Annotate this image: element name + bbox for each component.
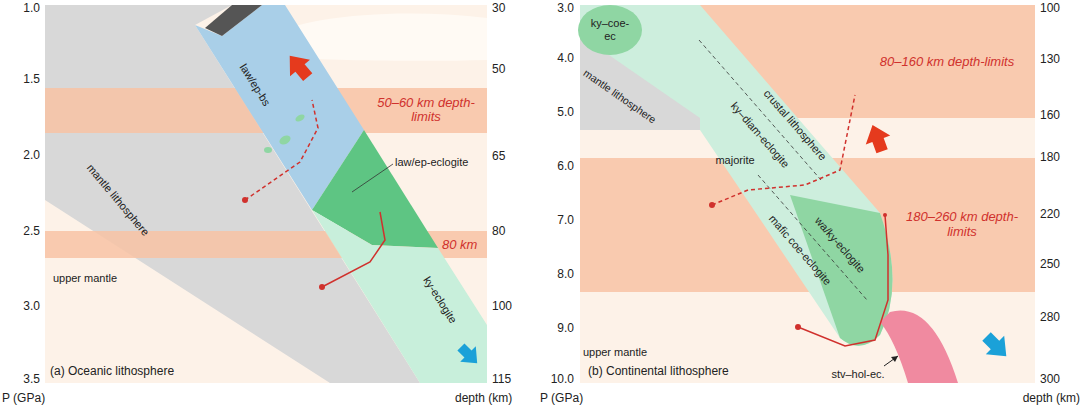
panel-title: (a) Oceanic lithosphere <box>50 365 174 379</box>
axis-tick: 280 <box>1040 311 1060 325</box>
axis-tick: 2.5 <box>23 225 40 239</box>
axis-tick: 10.0 <box>551 373 574 387</box>
axis-tick: 80 <box>492 225 505 239</box>
axis-tick: 7.0 <box>557 214 574 228</box>
axis-tick: 3.5 <box>23 373 40 387</box>
axis-title: depth (km) <box>1023 392 1080 406</box>
axis-tick: 220 <box>1040 208 1060 222</box>
panel-title: (b) Continental lithosphere <box>588 365 729 379</box>
axis-tick: 3.0 <box>23 300 40 314</box>
region-label: upper mantle <box>53 272 117 285</box>
depth-limit-label: 80–160 km depth-limits <box>872 54 1022 69</box>
axis-tick: 5.0 <box>557 106 574 120</box>
axis-tick: 180 <box>1040 151 1060 165</box>
axis-tick: 50 <box>492 63 505 77</box>
depth-limit-band: 180–260 km depth-limits <box>580 158 1035 292</box>
axis-tick: 4.0 <box>557 52 574 66</box>
axis-title: P (GPa) <box>540 392 583 406</box>
axis-tick: 9.0 <box>557 322 574 336</box>
axis-tick: 1.5 <box>23 73 40 87</box>
region-label: ky–coe- ec <box>587 17 633 42</box>
axis-tick: 160 <box>1040 109 1060 123</box>
axis-tick: 6.0 <box>557 160 574 174</box>
axis-tick: 8.0 <box>557 268 574 282</box>
axis-tick: 2.0 <box>23 149 40 163</box>
depth-limit-label: 80 km <box>442 237 477 252</box>
depth-limit-label: 50–60 km depth-limits <box>367 96 485 126</box>
region-label: upper mantle <box>583 346 647 359</box>
region-label: law/ep-eclogite <box>395 156 468 169</box>
axis-tick: 65 <box>492 150 505 164</box>
axis-tick: 1.0 <box>23 2 40 16</box>
depth-limit-band: 80–160 km depth-limits <box>580 5 1035 118</box>
axis-tick: 300 <box>1040 373 1060 387</box>
axis-tick: 100 <box>492 300 512 314</box>
axis-title: P (GPa) <box>2 392 45 406</box>
axis-tick: 115 <box>492 373 511 387</box>
region-label: majorite <box>715 154 754 167</box>
axis-tick: 130 <box>1040 53 1060 67</box>
axis-tick: 30 <box>492 2 505 16</box>
axis-tick: 250 <box>1040 258 1060 272</box>
axis-title: depth (km) <box>455 392 512 406</box>
axis-tick: 100 <box>1040 2 1060 16</box>
depth-limit-label: 180–260 km depth-limits <box>892 210 1032 240</box>
axis-tick: 3.0 <box>557 2 574 16</box>
region-label: stv–hol-ec. <box>831 368 884 381</box>
depth-limit-band: 80 km <box>45 231 487 258</box>
